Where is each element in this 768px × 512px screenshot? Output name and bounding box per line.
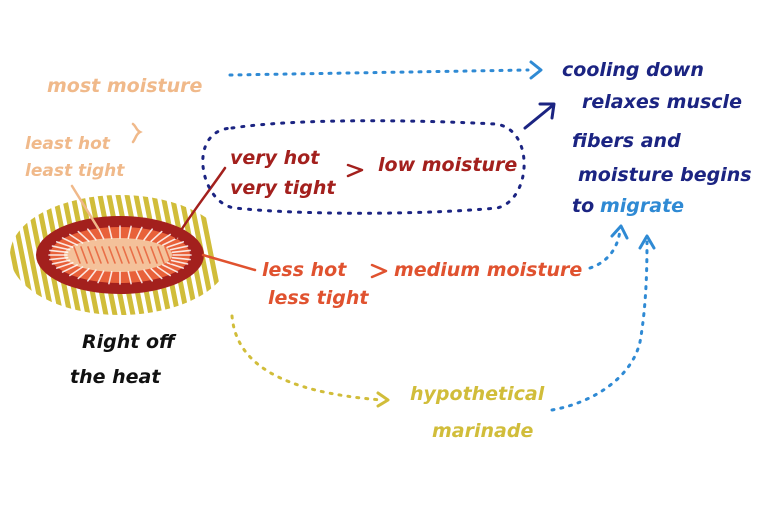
meat-fiber-stroke [77,230,90,243]
meat-fibers [48,225,192,285]
meat-fiber-stroke [127,270,132,285]
meat-fiber-stroke [156,233,172,244]
meat-fiber-stroke [127,225,132,240]
label-low-moisture: low moisture [378,154,517,176]
meat-fiber-stroke [156,266,172,277]
meat-fiber-stroke [77,267,90,280]
meat-fiber-stroke [143,269,154,282]
meat-fiber-stroke [108,270,113,285]
meat-fiber-stroke [108,225,113,240]
dotted-enclosure [201,119,526,215]
label-very-tight: very tight [230,177,336,199]
arrow-heat-to-marinade [230,314,384,402]
meat-center-stroke [129,246,137,264]
meat-center-stroke [73,246,81,264]
meat-center-stroke [136,246,144,264]
meat-center-stroke [143,246,151,264]
meat-fiber-stroke [135,226,143,240]
arrow-very-to-low [346,163,364,178]
halo-hatch-stroke [0,195,7,315]
meat-center-stroke [101,246,109,264]
meat-center-stroke [80,246,88,264]
label-hypothetical: hypothetical [410,383,545,405]
meat-fiber-stroke [55,261,74,269]
arrow-less-to-medium [370,263,388,279]
meat-fiber-stroke [86,269,97,282]
meat-fiber-stroke [135,270,143,284]
caption-the-heat: the heat [70,366,161,388]
meat-fiber-stroke [97,270,105,284]
arrow-marinade-to-migrate [550,240,649,412]
meat-fiber-stroke [55,241,74,249]
label-most-moisture: most moisture [47,75,203,97]
meat-fiber-stroke [171,249,191,254]
meat-fiber-stroke [97,226,105,240]
arrowhead-medium [610,224,629,240]
meat-fiber-stroke [162,264,179,273]
result-line-3: fibers and [572,130,681,152]
result-line-4: moisture begins [578,164,752,186]
arrowhead-marinade [376,391,390,408]
meat-center [64,238,172,272]
arrowhead-marinade-migrate [638,234,656,250]
meat-center-stroke [164,246,172,264]
label-less-hot: less hot [262,259,347,281]
meat-fiber-stroke [49,249,69,254]
meat-fiber-stroke [166,241,185,249]
meat-fiber-stroke [171,256,191,261]
label-least-hot: least hot [25,134,111,154]
result-to: to [572,195,594,217]
caption-right-off: Right off [82,331,177,353]
meat-center-stroke [94,246,102,264]
least-bracket [131,122,143,144]
label-marinade: marinade [432,420,533,442]
meat-center-stroke [108,246,116,264]
meat-fiber-stroke [86,228,97,241]
meat-fiber-stroke [166,261,185,269]
label-medium-moisture: medium moisture [394,259,582,281]
pointer-least [70,184,100,230]
meat-fiber-stroke [49,256,69,261]
meat-fiber-stroke [61,264,78,273]
meat-fiber-stroke [150,230,163,243]
result-line-1: cooling down [562,59,704,81]
pointer-very [174,166,227,240]
label-least-tight: least tight [25,161,125,181]
meat-fiber-stroke [150,267,163,280]
meat-center-stroke [150,246,158,264]
result-migrate: migrate [600,195,684,217]
meat-fiber-stroke [143,228,154,241]
arrow-most-to-cooling [228,68,530,77]
label-very-hot: very hot [230,147,320,169]
meat-fiber-stroke [162,237,179,246]
meat-center-stroke [157,246,165,264]
result-line-2: relaxes muscle [582,91,742,113]
label-less-tight: less tight [268,287,369,309]
meat-center-stroke [122,246,130,264]
arrowhead-low [538,102,556,120]
meat-center-stroke [115,246,123,264]
meat-fiber-stroke [51,259,71,265]
meat-cross-section [36,216,204,294]
arrowhead-most [529,60,543,80]
meat-center-stroke [87,246,95,264]
arrow-low-to-cooling [523,104,554,130]
pointer-less [201,253,257,272]
meat-fiber-stroke [68,266,84,277]
meat-fiber-stroke [51,245,71,251]
meat-fiber-stroke [61,237,78,246]
meat-fiber-stroke [68,233,84,244]
meat-fiber-stroke [169,259,189,265]
meat-fiber-stroke [169,245,189,251]
arrow-medium-to-migrate [588,228,622,270]
